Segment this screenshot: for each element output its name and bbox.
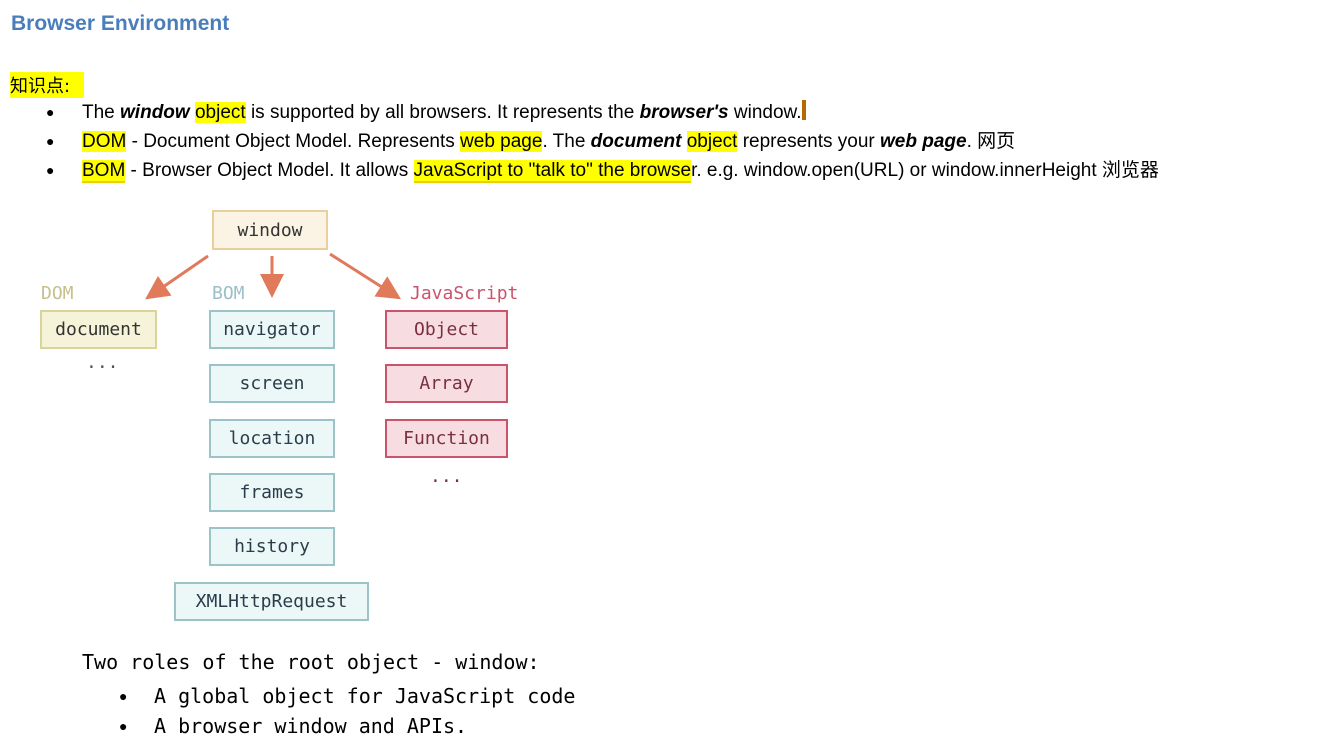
highlighted-text: BOM — [82, 160, 126, 183]
text: . — [966, 131, 978, 152]
knowledge-points-label: 知识点: — [10, 72, 85, 98]
bullet-icon: ● — [46, 104, 55, 120]
function-node: Function — [385, 419, 508, 458]
text: - Browser Object Model. It allows — [125, 160, 414, 181]
object-node: Object — [385, 310, 508, 349]
role-text: A global object for JavaScript code — [154, 684, 576, 708]
arrow-to-js — [329, 252, 402, 300]
roles-list: ● A global object for JavaScript code ● A … — [0, 681, 575, 741]
bullet-icon: ● — [119, 718, 128, 734]
history-node: history — [209, 527, 335, 566]
roles-intro: Two roles of the root object - window: — [82, 650, 540, 674]
highlighted-text: web page — [460, 131, 543, 152]
xmlhttprequest-node: XMLHttpRequest — [174, 582, 369, 621]
navigator-node: navigator — [209, 310, 335, 349]
dom-more: ... — [86, 352, 119, 373]
dom-group-label: DOM — [41, 283, 74, 304]
page-title: Browser Environment — [11, 12, 230, 35]
frames-node: frames — [209, 473, 335, 512]
location-node: location — [209, 419, 335, 458]
text — [681, 131, 686, 152]
text: window. — [728, 102, 802, 123]
role-text: A browser window and APIs. — [154, 714, 468, 738]
text: - Document Object Model. Represents — [126, 131, 461, 152]
document-node: document — [40, 310, 157, 349]
text-bold: browser's — [639, 102, 729, 123]
text-bold: web page — [880, 131, 967, 152]
highlighted-text: object — [194, 102, 246, 123]
list-item: ● A browser window and APIs. — [0, 711, 575, 741]
list-item: ● DOM - Document Object Model. Represent… — [0, 127, 1159, 156]
screen-node: screen — [209, 364, 335, 403]
bullet-icon: ● — [119, 688, 128, 704]
js-more: ... — [430, 466, 463, 487]
list-item: ● A global object for JavaScript code — [0, 681, 575, 711]
text: . The — [542, 131, 591, 152]
bullet-icon: ● — [46, 133, 55, 149]
highlighted-text: DOM — [82, 131, 127, 152]
chinese-text: 网页 — [977, 130, 1016, 152]
chinese-text: 浏览器 — [1101, 159, 1159, 181]
text: is supported by all browsers. It represe… — [245, 102, 640, 123]
text: represents your — [737, 131, 881, 152]
bom-group-label: BOM — [212, 283, 245, 304]
bullet-icon: ● — [46, 162, 55, 178]
list-item: ● The window object is supported by all … — [0, 98, 1159, 127]
highlighted-text: JavaScript to "talk to" the browse — [413, 160, 692, 183]
knowledge-points-list: ● The window object is supported by all … — [0, 98, 1159, 185]
arrow-to-dom — [145, 254, 209, 300]
js-group-label: JavaScript — [410, 283, 519, 304]
highlighted-text: object — [686, 131, 738, 152]
text-cursor — [802, 100, 807, 120]
diagram-arrows — [145, 252, 402, 300]
text-bold: document — [590, 131, 682, 152]
text: The — [82, 102, 121, 123]
text-bold: window — [120, 102, 190, 123]
list-item: ● BOM - Browser Object Model. It allows … — [0, 156, 1159, 185]
text: r. e.g. window.open(URL) or window.inner… — [691, 160, 1102, 181]
array-node: Array — [385, 364, 508, 403]
window-node: window — [212, 210, 328, 250]
